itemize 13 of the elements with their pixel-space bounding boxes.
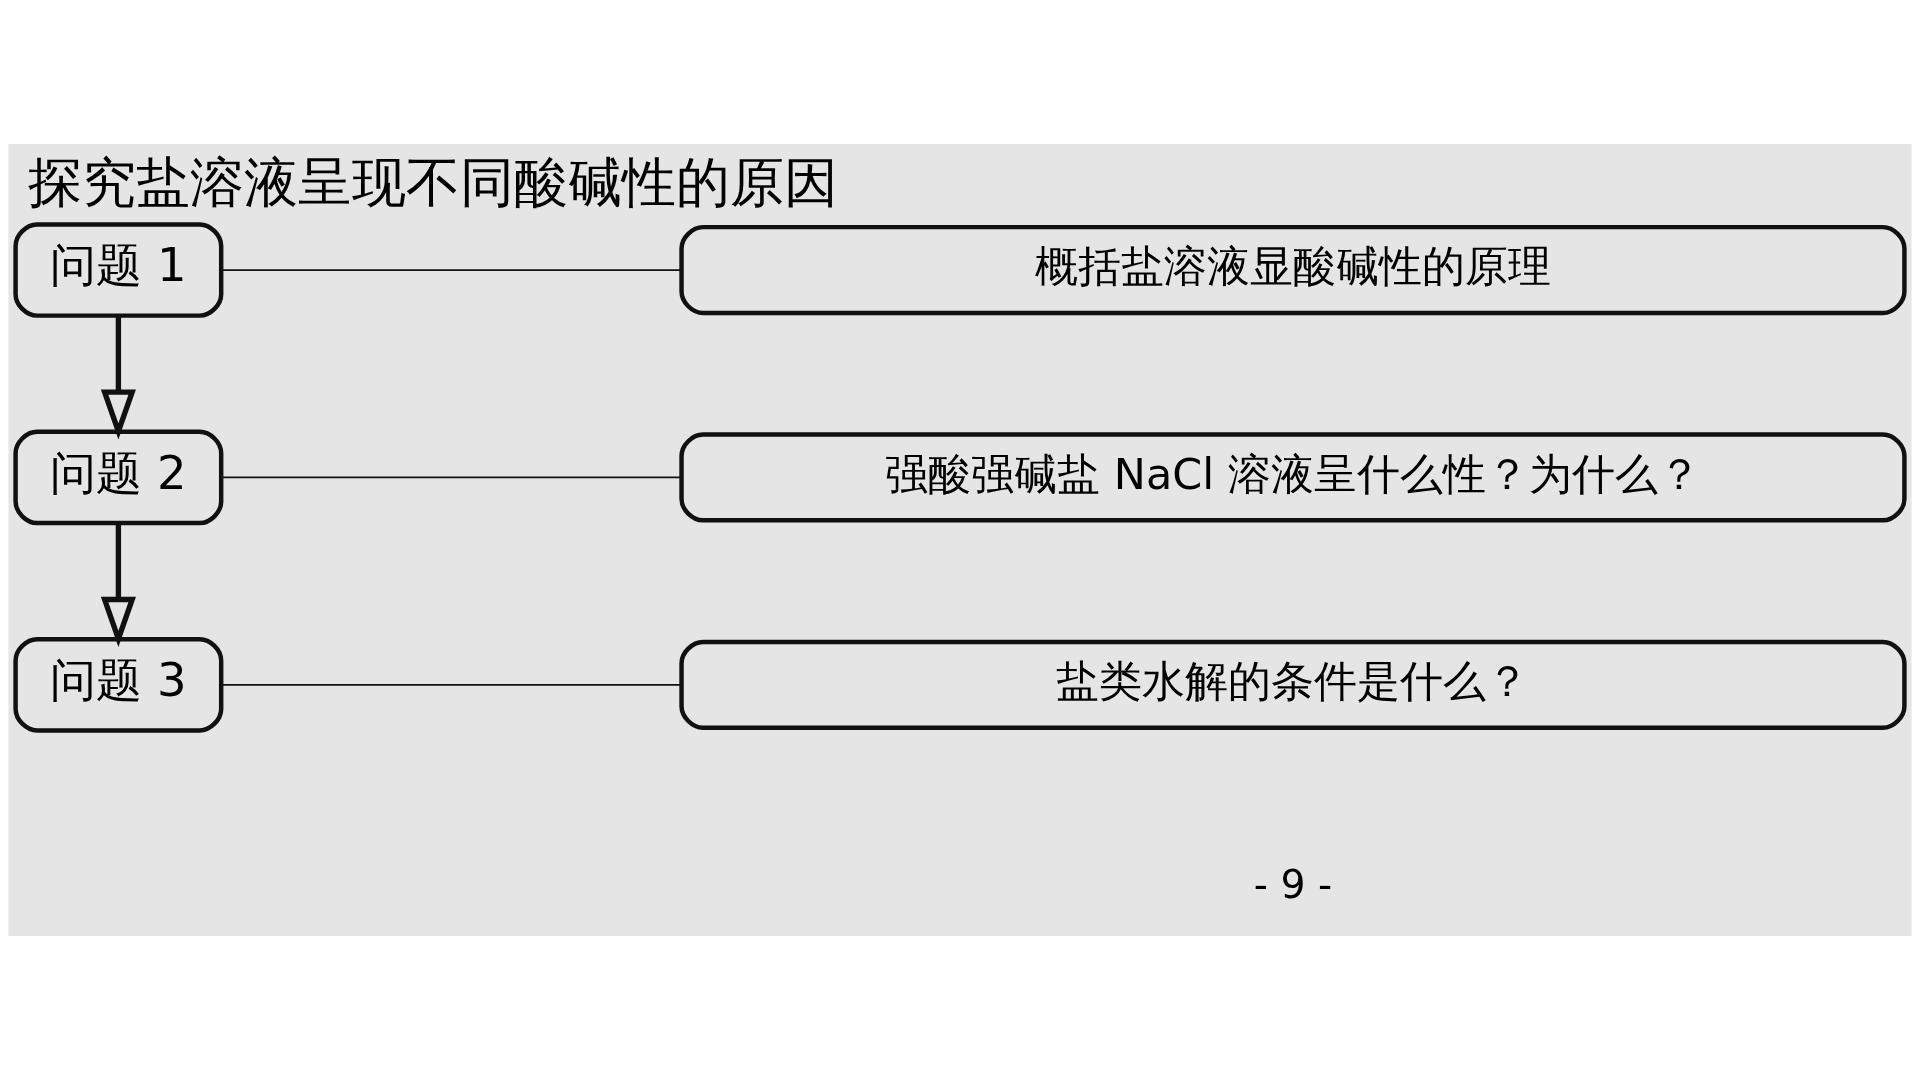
connector <box>220 269 683 271</box>
connector <box>220 683 683 686</box>
arrow <box>100 523 136 647</box>
node-box: 概括盐溶液显酸碱性的原理 <box>679 224 1907 316</box>
arrow <box>100 316 136 440</box>
diagram-title: 探究盐溶液呈现不同酸碱性的原因 <box>28 151 839 215</box>
connector <box>220 476 683 479</box>
node-box: 强酸强碱盐 NaCl 溶液呈什么性？为什么？ <box>679 432 1907 523</box>
label: - 9 - <box>1253 860 1333 907</box>
node-box: 问题 3 <box>13 637 224 733</box>
node-box: 问题 1 <box>13 222 224 318</box>
node-box: 问题 2 <box>13 429 224 526</box>
node-box: 盐类水解的条件是什么？ <box>679 639 1907 730</box>
